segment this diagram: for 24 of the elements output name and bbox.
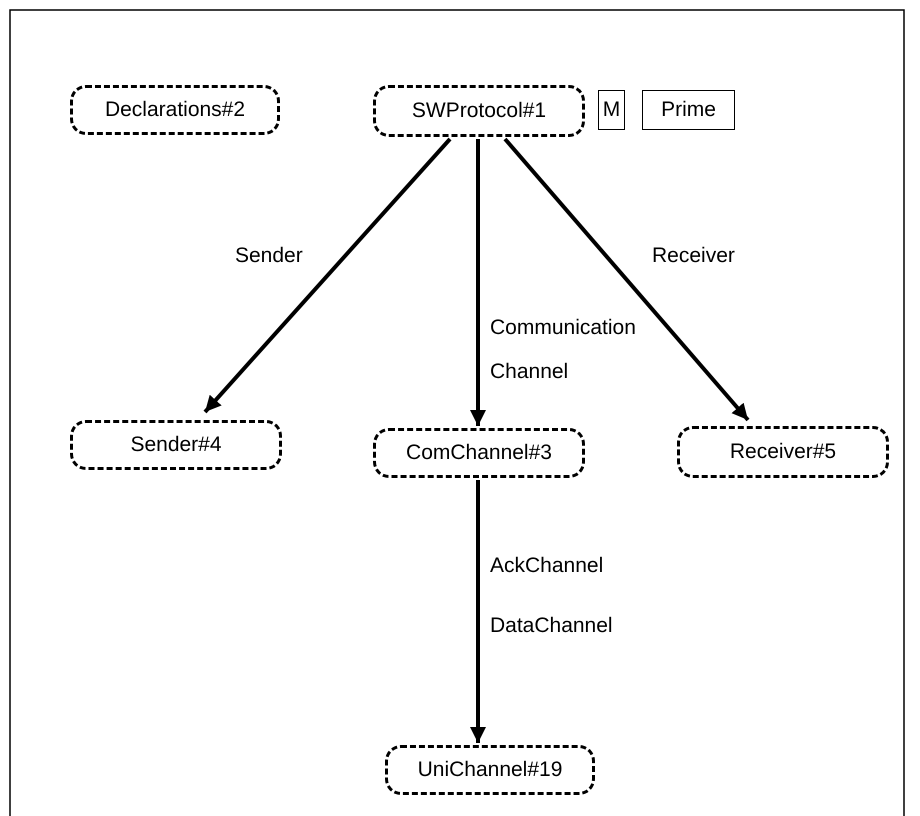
component-box: [70, 420, 282, 470]
component-box: [373, 85, 585, 137]
arrow: [470, 480, 486, 743]
node-label: SWProtocol#1: [412, 99, 546, 123]
tag-box: [598, 90, 625, 130]
arrow: [503, 138, 750, 422]
edge-label: Communication Channel: [490, 315, 637, 385]
tag-box: [642, 90, 735, 130]
edge-label: Sender: [235, 243, 303, 269]
node-label: Receiver#5: [730, 440, 836, 464]
arrow: [204, 138, 452, 414]
component-box: [373, 428, 585, 478]
node-label: ComChannel#3: [406, 441, 552, 465]
edge-label: Receiver: [652, 243, 735, 269]
arrow: [470, 139, 486, 426]
node-label: Prime: [661, 98, 716, 122]
component-box: [385, 745, 595, 795]
node-label: M: [602, 98, 620, 122]
node-label: Sender#4: [130, 433, 222, 457]
edge-label: AckChannel DataChannel: [490, 553, 614, 639]
node-label: UniChannel#19: [418, 758, 562, 782]
component-box: [70, 85, 280, 135]
node-label: Declarations#2: [104, 98, 246, 122]
component-box: [677, 426, 889, 478]
